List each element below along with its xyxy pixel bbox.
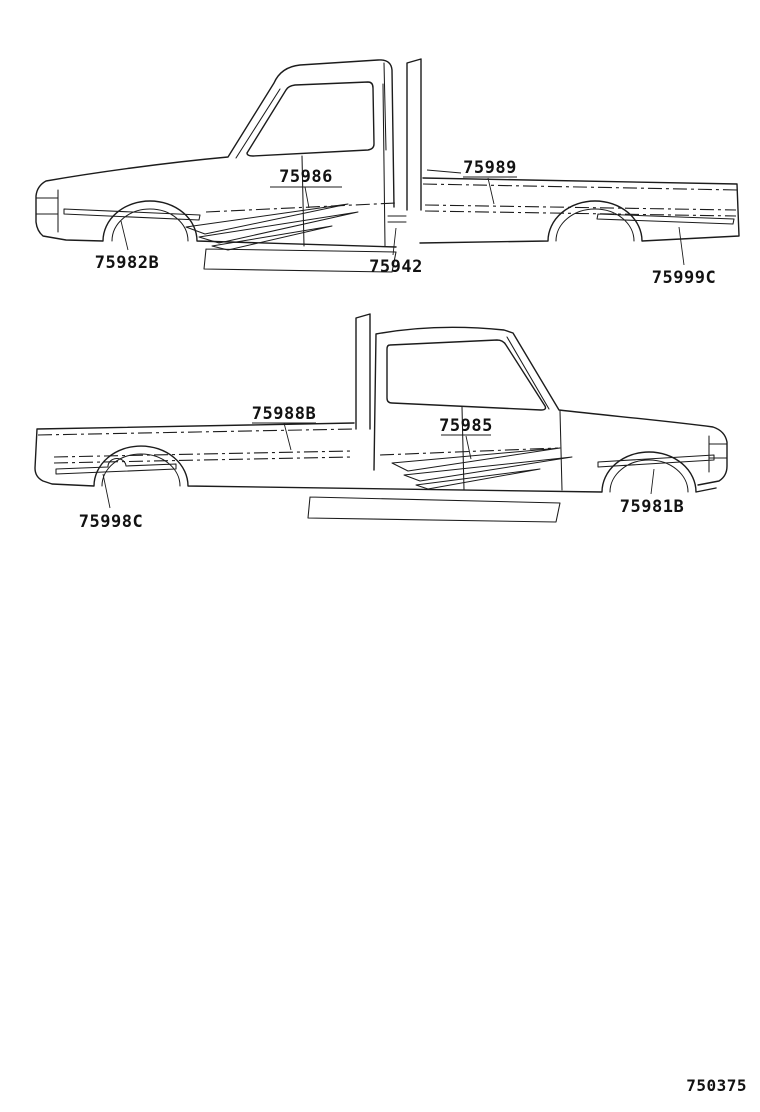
top-truck-drawing: 75986 75989 75982B 75942 75999C [35,58,740,288]
bottom-truck-cab-window [386,339,547,411]
part-label-bed-stripe-top: 75989 [463,158,517,178]
top-truck-door-stripe-decals [185,203,359,251]
part-label-door-stripe-bottom: 75985 [439,416,493,436]
bottom-truck-stripe-guides [37,428,559,464]
part-label-rear-fender-stripe-bottom: 75981B [620,497,684,517]
bottom-truck-detail-lines [55,336,728,523]
bottom-truck-leader-lines [102,422,655,509]
part-label-bed-stripe-bottom: 75988B [252,404,316,424]
part-label-door-stripe-top: 75986 [279,167,333,187]
part-label-rear-panel-stripe-top: 75999C [652,268,716,288]
part-label-center-stripe-top: 75942 [369,257,423,277]
top-truck-body-outline [35,58,740,248]
top-truck-cab-window [246,81,375,157]
bottom-truck-body-outline [34,313,728,493]
bottom-truck-door-stripe-decals [391,447,573,490]
part-label-front-fender-stripe-top: 75982B [95,253,159,273]
figure-number: 750375 [686,1076,747,1095]
bottom-truck-drawing: 75988B 75985 75998C 75981B [34,313,728,532]
top-truck-detail-lines [35,62,735,273]
top-truck-stripe-guides [205,183,738,217]
part-label-bed-lower-stripe-bottom: 75998C [79,512,143,532]
top-truck-leader-lines [120,169,685,266]
